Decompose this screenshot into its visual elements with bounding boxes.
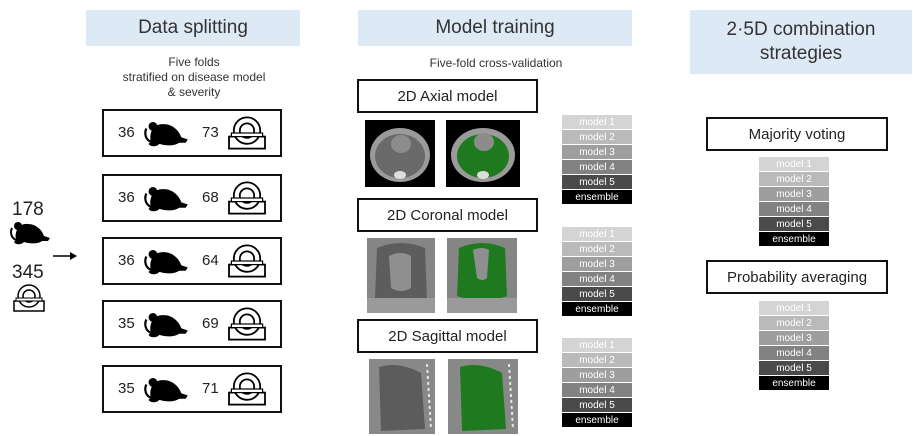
stack-model-4: model 4 (562, 272, 632, 287)
axial-model-label: 2D Axial model (397, 87, 498, 105)
coronal-model-stack: model 1 model 2 model 3 model 4 model 5 … (562, 227, 632, 317)
splitting-note-line1: Five folds (168, 55, 220, 69)
stack-model-2: model 2 (759, 316, 829, 331)
stack-ensemble: ensemble (562, 413, 632, 428)
coronal-model-label: 2D Coronal model (387, 206, 508, 224)
mouse-icon (144, 250, 188, 275)
coronal-ct-image (367, 238, 435, 313)
fold-mice-count: 36 (118, 189, 135, 206)
stack-model-2: model 2 (562, 130, 632, 145)
fold-mice-count: 35 (118, 380, 135, 397)
header-combination-line1: 2·5D combination (726, 19, 876, 40)
stack-model-4: model 4 (562, 383, 632, 398)
probability-averaging-stack: model 1 model 2 model 3 model 4 model 5 … (759, 301, 829, 391)
sagittal-model-label: 2D Sagittal model (388, 327, 507, 345)
mouse-icon (144, 378, 188, 403)
splitting-note: Five folds stratified on disease model &… (96, 55, 292, 100)
fold-scans-count: 64 (202, 252, 219, 269)
ct-scanner-icon (228, 372, 266, 406)
stack-model-2: model 2 (759, 172, 829, 187)
sagittal-model-box: 2D Sagittal model (357, 319, 538, 353)
header-combination-strategies: 2·5D combination strategies (690, 10, 912, 74)
axial-ct-image (365, 120, 435, 187)
fold-box: 35 71 (102, 365, 282, 413)
training-subtitle: Five-fold cross-validation (429, 56, 563, 70)
stack-ensemble: ensemble (759, 232, 829, 247)
mouse-icon (10, 222, 50, 245)
header-model-training: Model training (358, 10, 632, 46)
stack-model-1: model 1 (562, 115, 632, 130)
ct-scanner-icon (228, 181, 266, 215)
stack-model-1: model 1 (759, 157, 829, 172)
stack-model-4: model 4 (562, 160, 632, 175)
majority-voting-box: Majority voting (706, 117, 888, 151)
stack-model-3: model 3 (562, 257, 632, 272)
coronal-segmentation-image (447, 238, 517, 313)
stack-model-2: model 2 (562, 353, 632, 368)
fold-mice-count: 35 (118, 315, 135, 332)
stack-model-1: model 1 (562, 227, 632, 242)
total-mice-count: 178 (12, 199, 44, 220)
header-model-training-text: Model training (435, 17, 555, 38)
probability-averaging-box: Probability averaging (706, 260, 888, 294)
stack-model-3: model 3 (759, 187, 829, 202)
stack-model-2: model 2 (562, 242, 632, 257)
fold-mice-count: 36 (118, 252, 135, 269)
ct-scanner-icon (228, 244, 266, 278)
fold-scans-count: 68 (202, 189, 219, 206)
stack-model-3: model 3 (562, 145, 632, 160)
mouse-icon (144, 187, 188, 212)
stack-model-4: model 4 (759, 346, 829, 361)
stack-model-5: model 5 (759, 217, 829, 232)
fold-scans-count: 69 (202, 315, 219, 332)
sagittal-model-stack: model 1 model 2 model 3 model 4 model 5 … (562, 338, 632, 428)
stack-model-5: model 5 (562, 287, 632, 302)
header-data-splitting-text: Data splitting (138, 17, 248, 38)
fold-box: 36 64 (102, 237, 282, 285)
total-scans-count: 345 (12, 262, 44, 283)
header-combination-line2: strategies (759, 43, 843, 64)
stack-model-5: model 5 (759, 361, 829, 376)
mouse-icon (144, 313, 188, 338)
fold-box: 35 69 (102, 300, 282, 348)
stack-model-1: model 1 (562, 338, 632, 353)
stack-ensemble: ensemble (562, 302, 632, 317)
fold-box: 36 68 (102, 174, 282, 222)
stack-model-5: model 5 (562, 398, 632, 413)
sagittal-segmentation-image (448, 359, 518, 434)
mouse-icon (144, 122, 188, 147)
header-data-splitting: Data splitting (86, 10, 300, 46)
axial-model-stack: model 1 model 2 model 3 model 4 model 5 … (562, 115, 632, 205)
stack-model-1: model 1 (759, 301, 829, 316)
ct-scanner-icon (228, 307, 266, 341)
axial-segmentation-image (446, 120, 520, 187)
majority-voting-stack: model 1 model 2 model 3 model 4 model 5 … (759, 157, 829, 247)
ct-scanner-icon (13, 284, 45, 312)
fold-mice-count: 36 (118, 124, 135, 141)
sagittal-ct-image (369, 359, 435, 434)
ct-scanner-icon (228, 116, 266, 150)
stack-model-3: model 3 (562, 368, 632, 383)
majority-voting-label: Majority voting (748, 125, 846, 143)
fold-scans-count: 73 (202, 124, 219, 141)
splitting-note-line3: & severity (167, 85, 221, 99)
stack-model-5: model 5 (562, 175, 632, 190)
arrow-right-icon (53, 252, 77, 260)
probability-averaging-label: Probability averaging (726, 268, 868, 286)
splitting-note-line2: stratified on disease model (122, 70, 266, 84)
stack-ensemble: ensemble (759, 376, 829, 391)
stack-model-3: model 3 (759, 331, 829, 346)
fold-scans-count: 71 (202, 380, 219, 397)
stack-ensemble: ensemble (562, 190, 632, 205)
coronal-model-box: 2D Coronal model (357, 198, 538, 232)
fold-box: 36 73 (102, 109, 282, 157)
stack-model-4: model 4 (759, 202, 829, 217)
axial-model-box: 2D Axial model (357, 79, 538, 113)
